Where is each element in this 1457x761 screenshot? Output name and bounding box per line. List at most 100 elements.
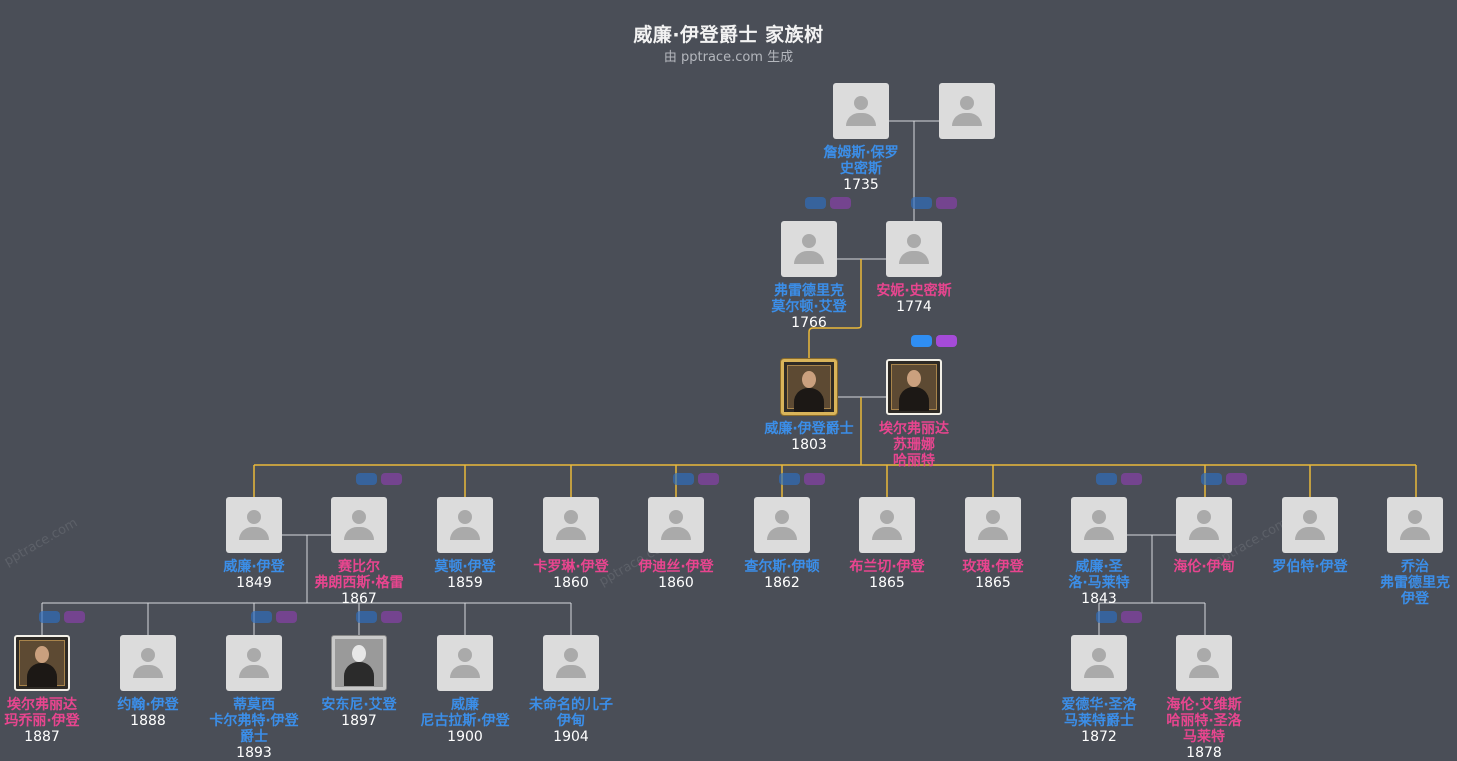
person-name[interactable]: 弗雷德里克莫尔顿·艾登 (739, 283, 879, 315)
relation-toggle[interactable] (1096, 473, 1146, 486)
person-name[interactable]: 威廉·伊登 (184, 559, 324, 575)
avatar-placeholder-icon[interactable] (859, 497, 915, 553)
person-name[interactable]: 安妮·史密斯 (844, 283, 984, 299)
relation-toggle[interactable] (779, 473, 829, 486)
person-name[interactable]: 蒂莫西卡尔弗特·伊登爵士 (184, 697, 324, 745)
person-name[interactable]: 约翰·伊登 (78, 697, 218, 713)
expand-descendants-button[interactable] (381, 611, 402, 623)
person-name[interactable]: 爱德华·圣洛马莱特爵士 (1029, 697, 1169, 729)
relation-toggle[interactable] (1201, 473, 1251, 486)
person-node-george-frederick-eden[interactable]: 乔治弗雷德里克伊登 (1345, 497, 1457, 607)
expand-ancestors-button[interactable] (1096, 611, 1117, 623)
person-name[interactable]: 卡罗琳·伊登 (501, 559, 641, 575)
avatar-placeholder-icon[interactable] (1176, 635, 1232, 691)
expand-ancestors-button[interactable] (1096, 473, 1117, 485)
expand-descendants-button[interactable] (1121, 473, 1142, 485)
expand-ancestors-button[interactable] (805, 197, 826, 209)
expand-descendants-button[interactable] (1226, 473, 1247, 485)
relation-toggle[interactable] (251, 611, 301, 624)
expand-ancestors-button[interactable] (356, 473, 377, 485)
expand-descendants-button[interactable] (698, 473, 719, 485)
person-name[interactable]: 埃尔弗丽达苏珊娜哈丽特 (844, 421, 984, 469)
person-name[interactable]: 赛比尔弗朗西斯·格雷 (289, 559, 429, 591)
expand-ancestors-button[interactable] (673, 473, 694, 485)
avatar-placeholder-icon[interactable] (965, 497, 1021, 553)
expand-ancestors-button[interactable] (911, 197, 932, 209)
expand-ancestors-button[interactable] (39, 611, 60, 623)
person-name[interactable]: 玫瑰·伊登 (923, 559, 1063, 575)
avatar-placeholder-icon[interactable] (437, 635, 493, 691)
person-node-robert-eden[interactable]: 罗伯特·伊登 (1240, 497, 1380, 575)
avatar-placeholder-icon[interactable] (781, 221, 837, 277)
expand-ancestors-button[interactable] (911, 335, 932, 347)
expand-descendants-button[interactable] (1121, 611, 1142, 623)
avatar-placeholder-icon[interactable] (437, 497, 493, 553)
portrait-photo[interactable] (331, 635, 387, 691)
expand-descendants-button[interactable] (804, 473, 825, 485)
expand-descendants-button[interactable] (381, 473, 402, 485)
avatar-placeholder-icon[interactable] (754, 497, 810, 553)
relation-toggle[interactable] (39, 611, 89, 624)
person-name[interactable]: 查尔斯·伊顿 (712, 559, 852, 575)
person-name[interactable]: 伊迪丝·伊登 (606, 559, 746, 575)
person-name[interactable]: 安东尼·艾登 (289, 697, 429, 713)
avatar-placeholder-icon[interactable] (1387, 497, 1443, 553)
person-node-spouse-unknown[interactable] (897, 83, 1037, 139)
person-name[interactable]: 未命名的儿子伊甸 (501, 697, 641, 729)
avatar-placeholder-icon[interactable] (833, 83, 889, 139)
person-name[interactable]: 威廉·圣洛·马莱特 (1029, 559, 1169, 591)
person-name[interactable]: 埃尔弗丽达玛乔丽·伊登 (0, 697, 112, 729)
person-name[interactable]: 海伦·艾维斯哈丽特·圣洛马莱特 (1134, 697, 1274, 745)
person-name[interactable]: 海伦·伊甸 (1134, 559, 1274, 575)
person-node-helen-eden[interactable]: 海伦·伊甸 (1134, 497, 1274, 575)
avatar-placeholder-icon[interactable] (543, 635, 599, 691)
avatar-placeholder-icon[interactable] (939, 83, 995, 139)
expand-descendants-button[interactable] (936, 197, 957, 209)
portrait-photo[interactable] (886, 359, 942, 415)
avatar-placeholder-icon[interactable] (1282, 497, 1338, 553)
person-node-elfrida-susanna[interactable]: 埃尔弗丽达苏珊娜哈丽特 (844, 359, 984, 469)
person-name[interactable]: 詹姆斯·保罗史密斯 (791, 145, 931, 177)
relation-toggle[interactable] (356, 611, 406, 624)
expand-descendants-button[interactable] (830, 197, 851, 209)
portrait-photo[interactable] (14, 635, 70, 691)
avatar-placeholder-icon[interactable] (226, 635, 282, 691)
portrait-photo[interactable] (781, 359, 837, 415)
avatar-placeholder-icon[interactable] (1176, 497, 1232, 553)
relation-toggle[interactable] (1096, 611, 1146, 624)
expand-ancestors-button[interactable] (1201, 473, 1222, 485)
relation-toggle[interactable] (911, 197, 961, 210)
expand-ancestors-button[interactable] (356, 611, 377, 623)
relation-toggle[interactable] (356, 473, 406, 486)
person-name[interactable]: 布兰切·伊登 (817, 559, 957, 575)
expand-ancestors-button[interactable] (251, 611, 272, 623)
expand-ancestors-button[interactable] (779, 473, 800, 485)
avatar-placeholder-icon[interactable] (226, 497, 282, 553)
relation-toggle[interactable] (911, 335, 961, 348)
person-name[interactable]: 乔治弗雷德里克伊登 (1345, 559, 1457, 607)
person-name[interactable]: 威廉尼古拉斯·伊登 (395, 697, 535, 729)
avatar-placeholder-icon[interactable] (886, 221, 942, 277)
person-name[interactable]: 威廉·伊登爵士 (739, 421, 879, 437)
avatar-placeholder-icon[interactable] (648, 497, 704, 553)
relation-toggle[interactable] (805, 197, 855, 210)
avatar-placeholder-icon[interactable] (1071, 497, 1127, 553)
